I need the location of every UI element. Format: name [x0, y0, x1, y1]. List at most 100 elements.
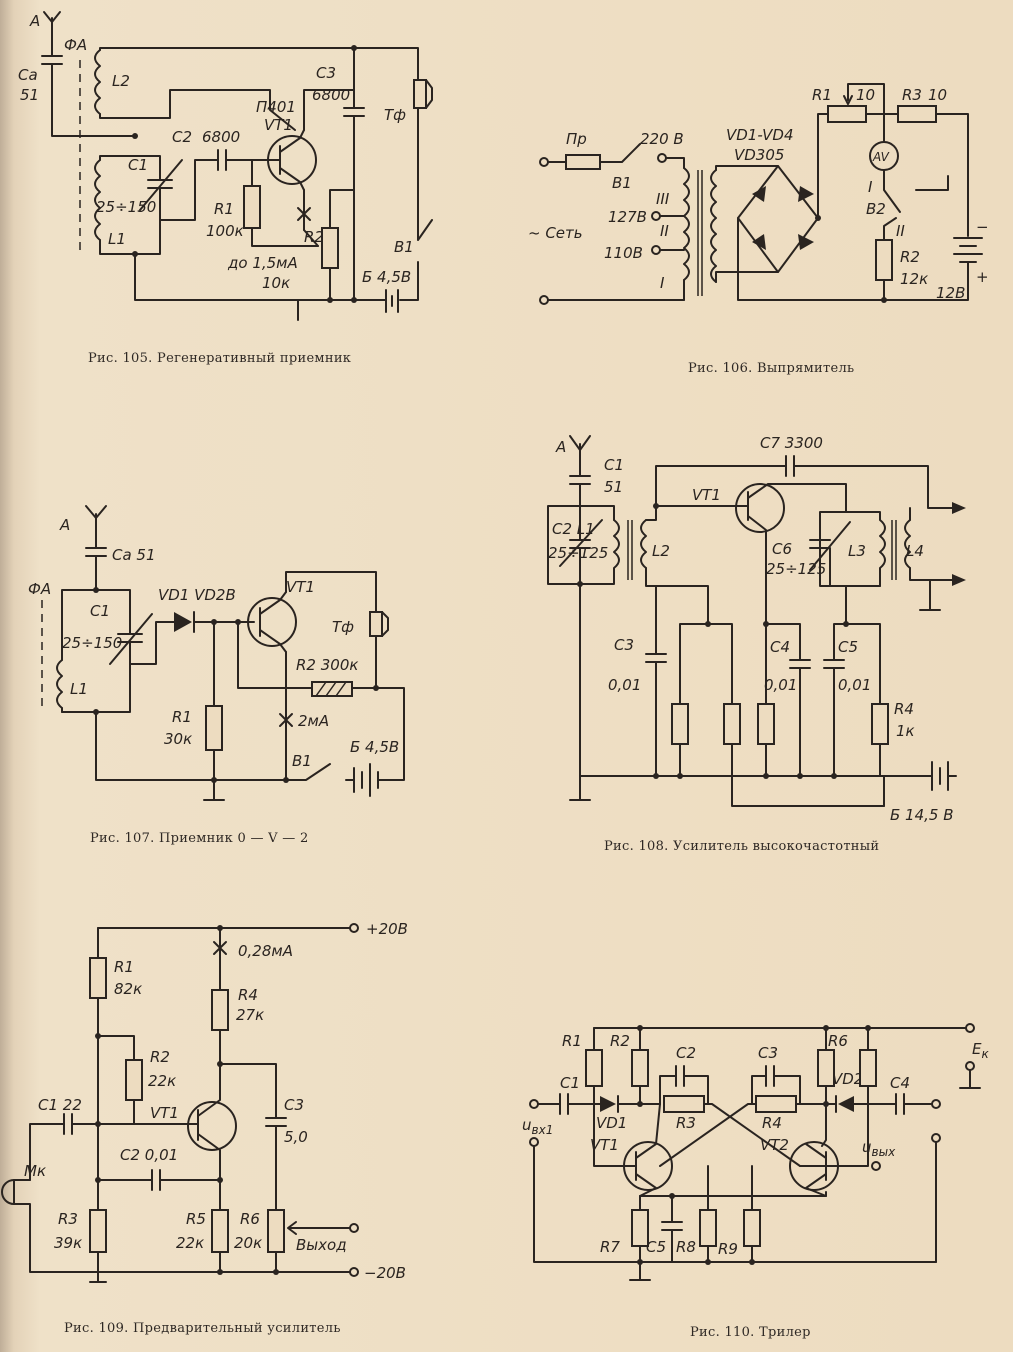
figure-106-rectifier: Пр 220 В B1 III II I 127В 110В ~ Сеть VD…	[528, 83, 989, 376]
uout-label: uвых	[862, 1138, 896, 1159]
r5-value: 22к	[176, 1234, 204, 1252]
c5-label: C5	[646, 1238, 666, 1256]
microphone-wire	[13, 1179, 99, 1273]
fuse-label: Пр	[566, 130, 587, 148]
r8-label: R8	[676, 1238, 696, 1256]
junction	[577, 581, 583, 587]
r8-resistor	[699, 1209, 717, 1247]
r1-resistor	[243, 185, 261, 229]
r6-bottom	[825, 1085, 837, 1113]
b1-switch	[599, 143, 641, 163]
r5-resistor	[211, 1209, 229, 1253]
c1-capacitor	[569, 465, 591, 507]
c2l1-loop	[547, 505, 615, 585]
antenna-label: A	[29, 12, 40, 30]
ca-label: Ca 51	[112, 546, 156, 564]
output-core	[891, 520, 897, 580]
current-label: 2мА	[298, 712, 329, 730]
caption-fig108: Рис. 108. Усилитель высокочастотный	[604, 839, 879, 854]
r5-label: R5	[186, 1210, 206, 1228]
fa-label: ФA	[28, 580, 51, 598]
r2-slider	[303, 229, 319, 247]
c2-capacitor	[659, 1065, 709, 1105]
junction	[653, 503, 659, 509]
mains-terminal-2	[539, 295, 549, 305]
battery-label: Б 14,5 В	[890, 806, 954, 824]
uin-sub: вх1	[532, 1123, 554, 1137]
c5-label: C5	[838, 638, 858, 656]
r1-label: R1	[114, 958, 134, 976]
r1-value: 10	[856, 86, 875, 104]
c2-value: 6800	[202, 128, 240, 146]
cross-wire-1	[703, 1103, 801, 1167]
microphone-symbol	[1, 1179, 15, 1205]
figure-105-regenerative-receiver: A ФA Ca 51 L2 C1 25÷150 L1 C2 6800 П401 …	[18, 11, 433, 366]
r4-resistor	[211, 989, 229, 1031]
c6-value: 25÷125	[766, 560, 826, 578]
mains-label: ~ Сеть	[528, 224, 583, 242]
vminus-label: −20В	[364, 1264, 406, 1282]
diode-wire	[129, 621, 175, 665]
ek-label: Eк	[972, 1040, 989, 1061]
vt1-leads	[739, 483, 847, 625]
v220-label: 220 В	[640, 130, 684, 148]
vt1-label: VT1	[264, 116, 293, 134]
ek-ground	[959, 1069, 981, 1089]
tf-label: Тф	[384, 106, 406, 124]
vd1-diode	[174, 612, 192, 632]
uin-label: uвх1	[522, 1116, 553, 1137]
r3-resistor	[897, 105, 937, 123]
w2-label: II	[660, 222, 669, 240]
bias-bottom	[679, 743, 885, 807]
c5-capacitor	[823, 585, 881, 777]
c5-capacitor	[661, 1195, 683, 1263]
l1-label: L1	[108, 230, 126, 248]
r4-label: R4	[762, 1114, 782, 1132]
output-arrows	[952, 502, 966, 586]
junction	[95, 1121, 101, 1127]
junction	[653, 773, 659, 779]
ek-terminal	[965, 1023, 975, 1033]
mk-label: Мк	[24, 1162, 46, 1180]
tap-220	[657, 153, 667, 163]
r3-resistor	[89, 1209, 107, 1253]
vt1-transistor	[735, 483, 785, 533]
junction	[217, 925, 223, 931]
c7-label: C7 3300	[760, 434, 823, 452]
junction	[669, 1193, 675, 1199]
battery-label: 12В	[936, 284, 965, 302]
c2-label: C2	[172, 128, 192, 146]
r3-value: 39к	[54, 1234, 82, 1252]
vd1-label: VD1	[596, 1114, 627, 1132]
figure-108-hf-amplifier: A C1 51 C2 L1 25÷125 L2 C7 3300 VT1 C3 0…	[547, 434, 966, 854]
c6-label: C6	[772, 540, 792, 558]
c3-value: 6800	[312, 86, 350, 104]
ca-capacitor	[41, 29, 136, 137]
r2-label: R2	[900, 248, 920, 266]
caption-fig105: Рис. 105. Регенеративный приемник	[88, 351, 351, 366]
headphone-lower	[375, 635, 405, 781]
minus-terminal	[349, 1267, 359, 1277]
r4-value: 27к	[236, 1006, 264, 1024]
plus-terminal	[349, 923, 359, 933]
b1-switch	[95, 711, 355, 781]
battery-12v	[953, 237, 983, 287]
output-terminal-2	[871, 1161, 881, 1171]
vt1-leads	[593, 1103, 661, 1197]
l2-coil	[94, 49, 101, 115]
vd1-diode	[600, 1096, 616, 1112]
vt1-label: VT1	[590, 1136, 619, 1154]
junction	[95, 1177, 101, 1183]
ground-line	[134, 253, 377, 321]
r4-resistor	[755, 1095, 797, 1113]
r2-label: R2	[304, 228, 324, 246]
junction	[95, 1033, 101, 1039]
junction	[797, 773, 803, 779]
l2-label: L2	[652, 542, 670, 560]
l2-coil	[640, 519, 647, 569]
headphone-symbol	[413, 79, 427, 109]
c6-trim-arrow	[809, 521, 851, 571]
fuse-symbol	[565, 154, 601, 170]
vt1-label: VT1	[692, 486, 721, 504]
c1-trim-arrow	[109, 613, 153, 665]
